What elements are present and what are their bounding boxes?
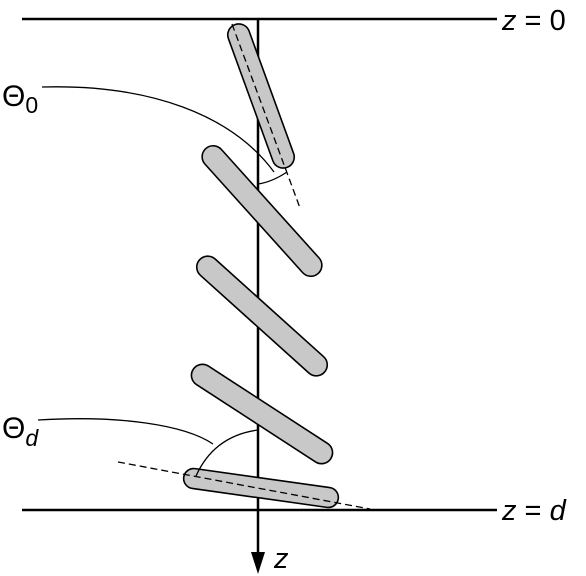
theta-d-leader-line (37, 418, 214, 445)
top-boundary-label: z = 0 (501, 5, 566, 37)
theta-0-leader-line (41, 86, 275, 173)
theta-0-label: Θ0 (2, 80, 38, 118)
rod-5 (182, 467, 340, 509)
theta-d-label: Θd (2, 412, 39, 451)
rod-3 (195, 255, 329, 377)
bottom-boundary-label: z = d (501, 495, 567, 527)
rod-4 (190, 363, 334, 465)
theta-0-angle-arc (257, 171, 288, 185)
z-axis-arrowhead (251, 552, 265, 574)
rod-1 (226, 23, 296, 169)
theta-d-angle-arc (195, 429, 259, 477)
rod-2 (201, 144, 323, 278)
z-axis-label: z (273, 543, 289, 575)
bottom-director-dashed-line (117, 461, 371, 510)
